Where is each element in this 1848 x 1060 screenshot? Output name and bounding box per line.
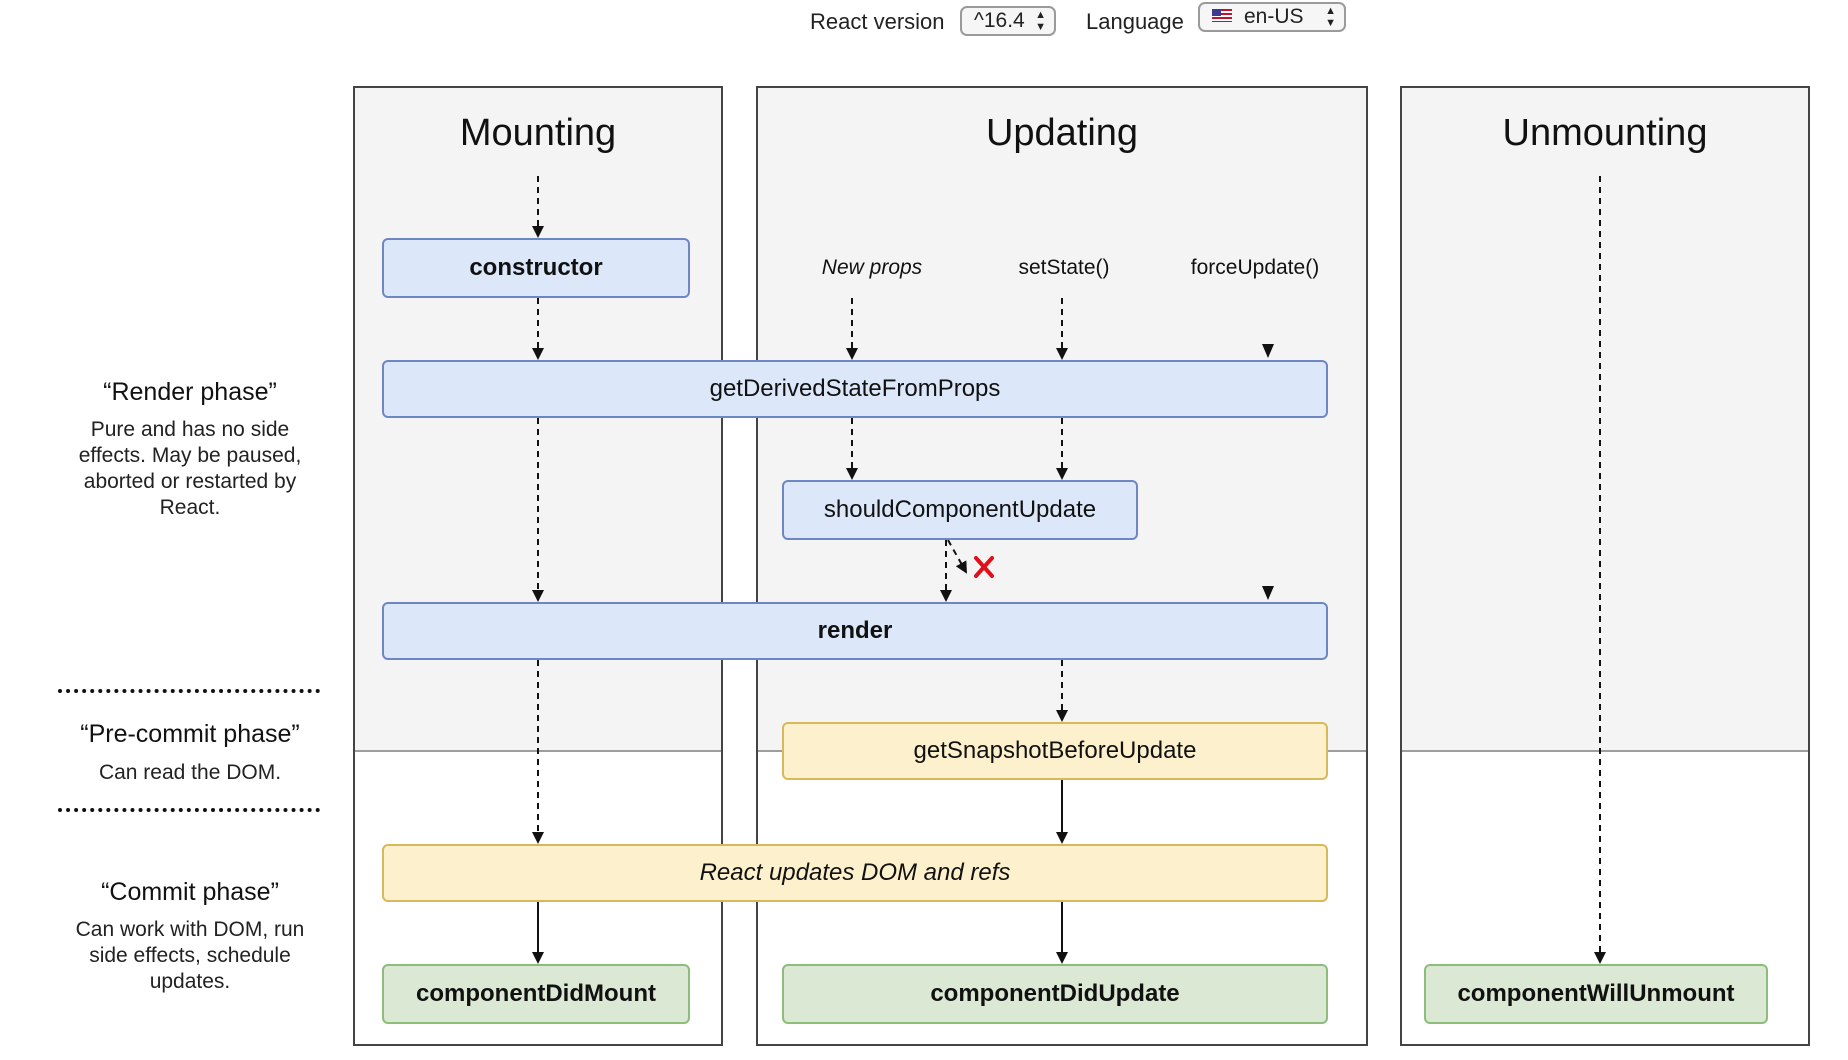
trigger-set-state: setState() — [1018, 256, 1110, 279]
react-version-label: React version — [810, 9, 945, 34]
arrow-scu-cancel — [947, 539, 967, 574]
mounting-title: Mounting — [459, 112, 617, 154]
select-arrows-icon: ▲▼ — [1035, 9, 1046, 33]
react-version-value: ^16.4 — [974, 9, 1025, 32]
render-box[interactable]: render — [382, 602, 1328, 660]
react-version-select[interactable]: ^16.4 ▲▼ — [960, 6, 1056, 36]
render-phase-desc: Pure and has no side effects. May be pau… — [78, 418, 302, 519]
language-value: en-US — [1244, 5, 1304, 28]
cross-icon — [974, 556, 994, 578]
select-arrows-icon: ▲▼ — [1325, 5, 1336, 29]
precommit-phase-desc: Can read the DOM. — [98, 761, 282, 784]
constructor-box[interactable]: constructor — [382, 238, 690, 298]
unmounting-title: Unmounting — [1502, 112, 1708, 154]
component-did-mount-box[interactable]: componentDidMount — [382, 964, 690, 1024]
updating-title: Updating — [985, 112, 1139, 154]
component-did-update-box[interactable]: componentDidUpdate — [782, 964, 1328, 1024]
get-derived-state-from-props-box[interactable]: getDerivedStateFromProps — [382, 360, 1328, 418]
unmounting-column: Unmounting — [1400, 86, 1810, 1046]
render-phase-title: “Render phase” — [103, 378, 277, 406]
trigger-force-update: forceUpdate() — [1190, 256, 1320, 279]
us-flag-icon — [1212, 8, 1232, 22]
precommit-phase-title: “Pre-commit phase” — [80, 720, 300, 748]
commit-phase-title: “Commit phase” — [101, 878, 279, 906]
commit-phase-desc: Can work with DOM, run side effects, sch… — [75, 918, 305, 993]
phase-divider — [58, 808, 320, 812]
unmounting-render-region — [1402, 88, 1808, 752]
arrowhead-force-update-render — [1262, 586, 1274, 600]
should-component-update-box[interactable]: shouldComponentUpdate — [782, 480, 1138, 540]
phase-divider — [58, 689, 320, 693]
language-label: Language — [1086, 9, 1184, 34]
arrowhead-force-update — [1262, 344, 1274, 358]
language-select[interactable]: en-US ▲▼ — [1198, 2, 1346, 32]
get-snapshot-before-update-box[interactable]: getSnapshotBeforeUpdate — [782, 722, 1328, 780]
component-will-unmount-box[interactable]: componentWillUnmount — [1424, 964, 1768, 1024]
trigger-new-props: New props — [821, 256, 923, 279]
react-updates-dom-box[interactable]: React updates DOM and refs — [382, 844, 1328, 902]
